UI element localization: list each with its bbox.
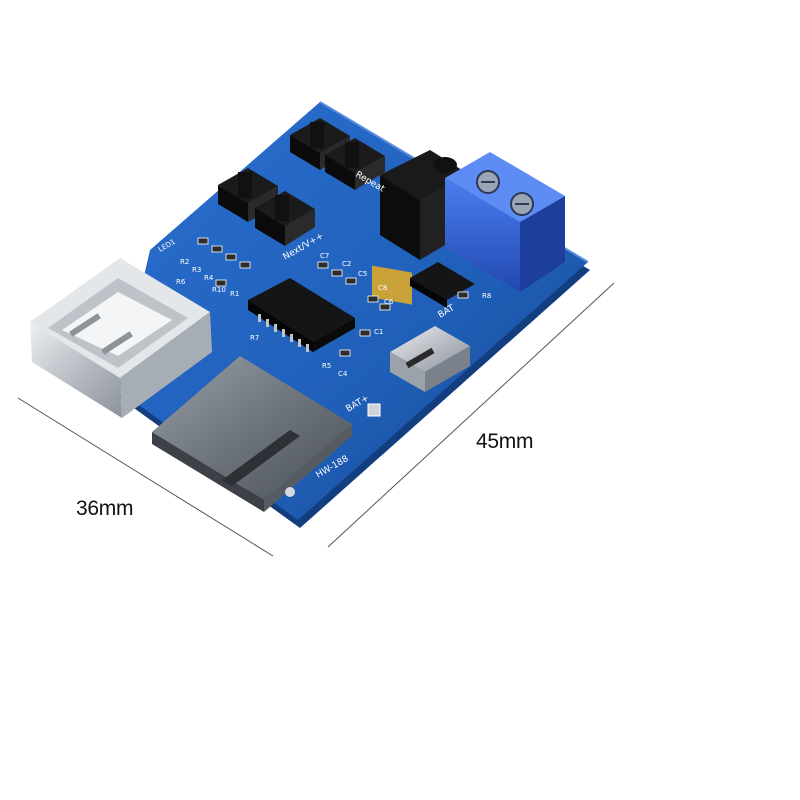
width-dimension-label: 36mm (76, 497, 134, 520)
silk-r6: R6 (176, 278, 186, 286)
silk-c6: C6 (384, 298, 394, 306)
silk-c5: C5 (358, 270, 367, 278)
amplifier-ic-chip (410, 262, 475, 308)
usb-a-port (30, 258, 212, 418)
silk-r7: R7 (250, 334, 259, 342)
silk-r5: R5 (322, 362, 331, 370)
smd-components (197, 237, 469, 357)
silk-r8: R8 (482, 292, 491, 300)
tactile-button (325, 138, 385, 190)
silk-c8: C8 (378, 284, 387, 292)
silk-r2: R2 (180, 258, 189, 266)
tactile-button (255, 191, 315, 246)
main-ic-chip (248, 278, 355, 352)
silk-c1: C1 (374, 328, 383, 336)
micro-usb-port (390, 326, 470, 392)
silk-c2: C2 (342, 260, 351, 268)
silk-c4: C4 (338, 370, 348, 378)
screw-terminal (445, 152, 565, 292)
silk-r1: R1 (230, 290, 239, 298)
width-dimension-line (17, 397, 274, 557)
microsd-card-slot (152, 356, 352, 512)
bat-plus-pad (367, 403, 381, 417)
silk-r4: R4 (204, 274, 214, 282)
silk-c7: C7 (320, 252, 329, 260)
length-dimension-label: 45mm (476, 430, 534, 453)
silk-r10: R10 (212, 286, 226, 294)
length-dimension-line (327, 282, 615, 548)
silk-r3: R3 (192, 266, 201, 274)
